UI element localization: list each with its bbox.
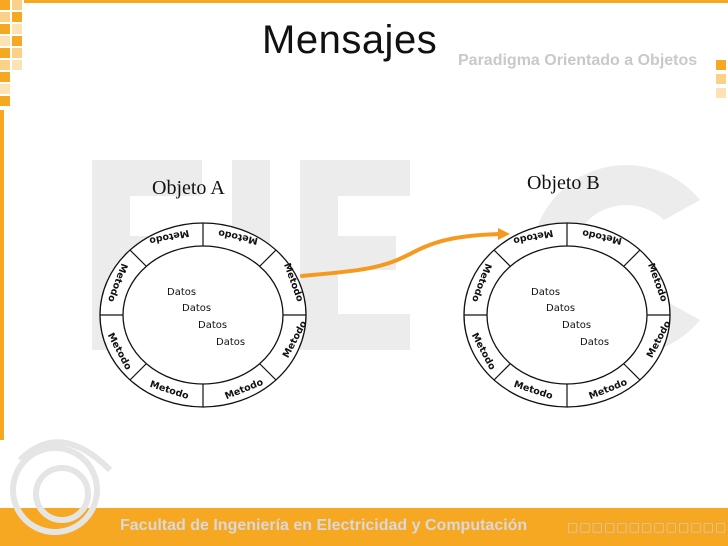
object-b-datos-3: Datos <box>562 320 592 331</box>
slide-title: Mensajes <box>262 18 438 62</box>
top-accent-line <box>24 0 728 3</box>
object-b-label: Objeto B <box>527 172 600 194</box>
object-a-datos-1: Datos <box>167 287 197 298</box>
object-a-datos-3: Datos <box>198 320 228 331</box>
object-a-datos-2: Datos <box>182 303 212 314</box>
logo-swirl <box>10 439 113 535</box>
footer-faculty: Facultad de Ingeniería en Electricidad y… <box>120 517 528 534</box>
object-b-datos-2: Datos <box>546 303 576 314</box>
left-accent-squares <box>0 0 22 440</box>
right-accent-squares <box>716 60 726 98</box>
footer-bar <box>0 508 728 546</box>
object-a-dividers <box>100 223 306 407</box>
object-b-datos-4: Datos <box>580 337 610 348</box>
footer-squares: □□□□□□□□□□□□□□□□ <box>567 520 728 534</box>
slide-subtitle: Paradigma Orientado a Objetos <box>458 52 698 69</box>
object-b-inner-circle <box>486 245 648 385</box>
object-a-label: Objeto A <box>152 177 225 199</box>
object-a-datos-4: Datos <box>216 337 246 348</box>
object-b-dividers <box>464 223 670 407</box>
object-b-datos-1: Datos <box>531 287 561 298</box>
